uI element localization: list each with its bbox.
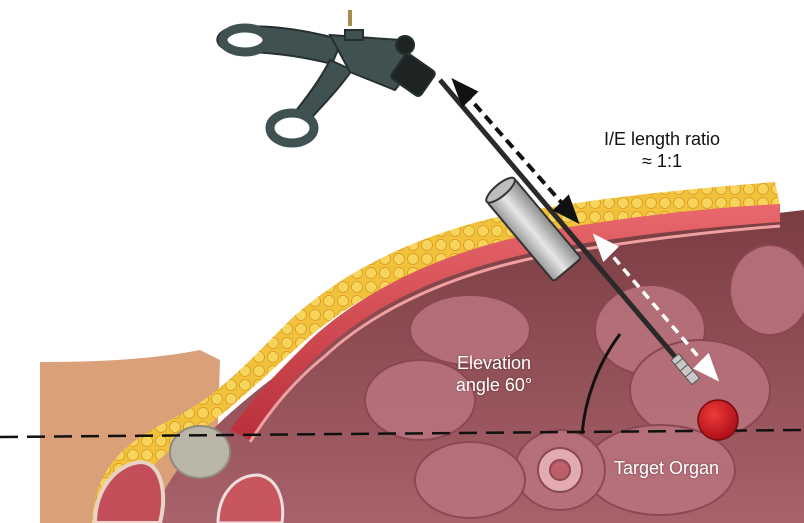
target-organ-marker-icon [698,400,738,440]
ie-ratio-label: I/E length ratio ≈ 1:1 [582,128,742,172]
vertebra [170,426,230,478]
elevation-angle-label: Elevation angle 60° [424,352,564,396]
target-organ-label: Target Organ [614,457,719,479]
elevation-line1: Elevation [424,352,564,374]
ie-ratio-line1: I/E length ratio [582,128,742,150]
elevation-line2: angle 60° [424,374,564,396]
ie-ratio-line2: ≈ 1:1 [582,150,742,172]
laparoscopic-grasper-icon [217,10,436,143]
